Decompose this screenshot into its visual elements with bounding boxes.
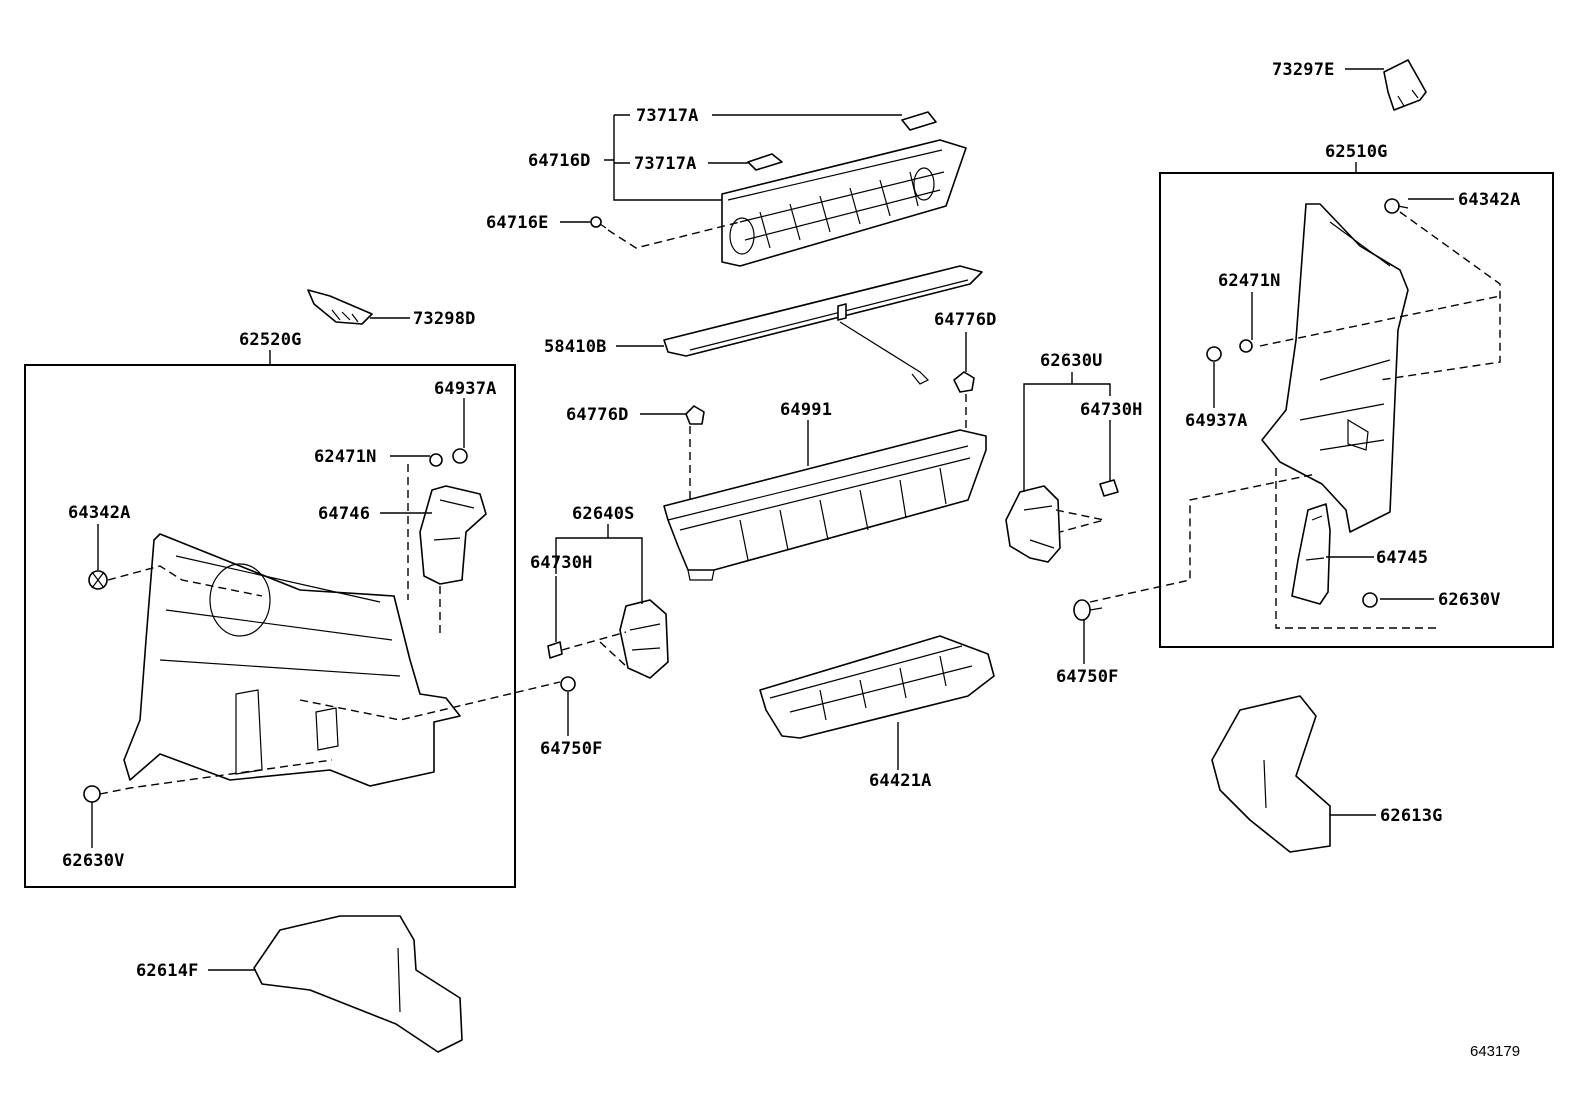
part-62613G-drawing xyxy=(1211,695,1331,853)
label-73298D: 73298D xyxy=(413,309,476,329)
part-64745-drawing xyxy=(1291,503,1331,605)
part-64776D-left-drawing xyxy=(685,405,705,425)
label-58410B: 58410B xyxy=(544,337,607,357)
part-64730H-right-drawing xyxy=(1099,479,1119,497)
part-62630V-right-drawing xyxy=(1362,592,1378,608)
reference-number: 643179 xyxy=(1470,1043,1520,1060)
label-64716D: 64716D xyxy=(528,151,591,171)
label-62630U: 62630U xyxy=(1040,351,1103,371)
part-64750F-right-drawing xyxy=(1073,599,1103,621)
part-62471N-left-drawing xyxy=(429,453,443,467)
part-64750F-left-drawing xyxy=(560,676,576,692)
label-62510G: 62510G xyxy=(1325,142,1388,162)
leader-lines xyxy=(91,68,1454,971)
part-73298D-drawing xyxy=(307,289,373,325)
part-64342A-left-drawing xyxy=(88,570,108,590)
label-62520G: 62520G xyxy=(239,330,302,350)
label-64342A-right: 64342A xyxy=(1458,190,1521,210)
part-58410B-drawing xyxy=(663,265,983,385)
part-62630U-drawing xyxy=(1005,485,1061,563)
part-64746-drawing xyxy=(419,485,487,585)
part-62520G-drawing xyxy=(123,533,461,787)
assembly-dashed-lines xyxy=(99,211,1501,795)
part-64937A-right-drawing xyxy=(1206,346,1222,362)
part-64342A-right-drawing xyxy=(1384,198,1409,214)
part-64421A-drawing xyxy=(759,635,995,739)
label-73717A-top: 73717A xyxy=(636,106,699,126)
label-62471N-left: 62471N xyxy=(314,447,377,467)
label-64750F-left: 64750F xyxy=(540,739,603,759)
part-labels: 73297E 73717A 64716D 73717A 64716E 62510… xyxy=(62,60,1521,1060)
part-64937A-left-drawing xyxy=(452,448,468,464)
part-64730H-left-drawing xyxy=(547,641,563,659)
label-64776D-right: 64776D xyxy=(934,310,997,330)
part-62640S-drawing xyxy=(619,599,669,679)
part-62471N-right-drawing xyxy=(1239,339,1253,353)
label-62640S: 62640S xyxy=(572,504,635,524)
part-62510G-drawing xyxy=(1261,203,1409,533)
label-62630V-right: 62630V xyxy=(1438,590,1501,610)
label-64937A-left: 64937A xyxy=(434,379,497,399)
part-73297E-drawing xyxy=(1383,59,1427,111)
label-62614F: 62614F xyxy=(136,961,199,981)
label-64776D-left: 64776D xyxy=(566,405,629,425)
part-64991-drawing xyxy=(663,429,987,581)
label-73717A-mid: 73717A xyxy=(634,154,697,174)
label-64745: 64745 xyxy=(1376,548,1428,568)
label-64730H-right: 64730H xyxy=(1080,400,1143,420)
part-73717A-mid-drawing xyxy=(747,153,783,171)
part-62630V-left-drawing xyxy=(83,785,101,803)
label-73297E: 73297E xyxy=(1272,60,1335,80)
label-64342A-left: 64342A xyxy=(68,503,131,523)
part-64716E-drawing xyxy=(590,216,607,229)
part-62614F-drawing xyxy=(253,915,463,1053)
part-73717A-top-drawing xyxy=(901,111,937,131)
part-64716D-drawing xyxy=(721,139,967,267)
label-62630V-left: 62630V xyxy=(62,851,125,871)
label-64937A-right: 64937A xyxy=(1185,411,1248,431)
label-64716E: 64716E xyxy=(486,213,549,233)
part-64776D-right-drawing xyxy=(953,371,975,393)
label-64991: 64991 xyxy=(780,400,832,420)
label-64750F-right: 64750F xyxy=(1056,667,1119,687)
label-62613G: 62613G xyxy=(1380,806,1443,826)
label-64730H-left: 64730H xyxy=(530,553,593,573)
label-64746: 64746 xyxy=(318,504,370,524)
label-64421A: 64421A xyxy=(869,771,932,791)
label-62471N-right: 62471N xyxy=(1218,271,1281,291)
